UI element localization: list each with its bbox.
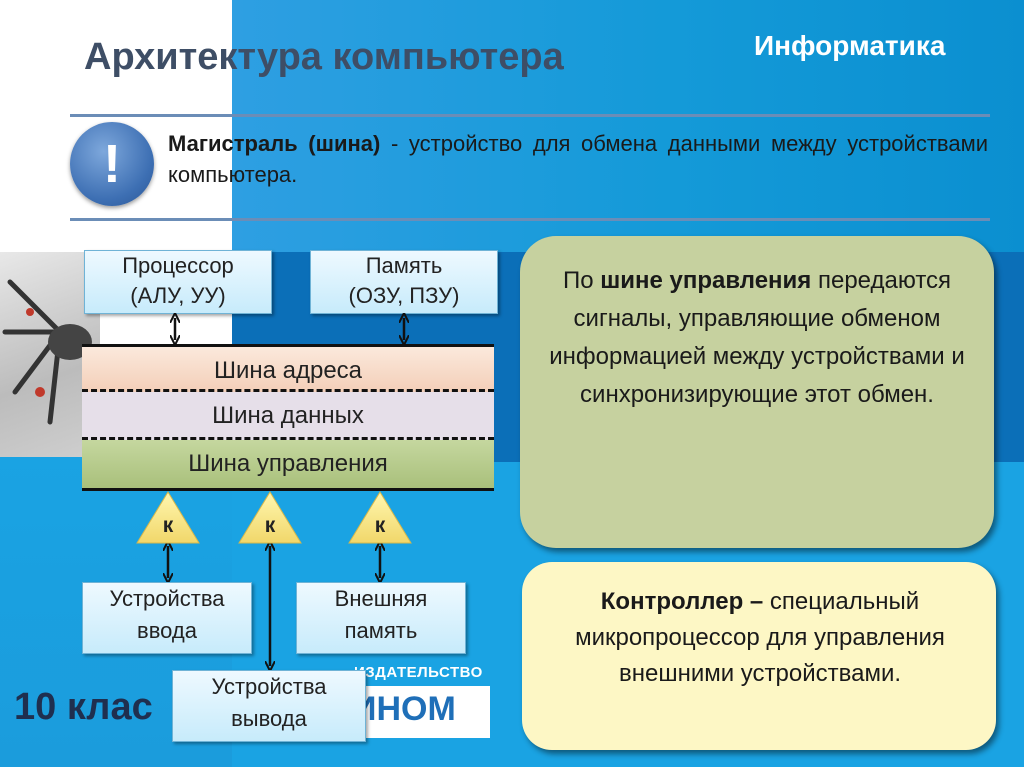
control-bus-text: По шине управления передаются сигналы, у… xyxy=(540,262,974,414)
external-memory-line1: Внешняя xyxy=(297,583,465,615)
controller-label-1: к xyxy=(152,514,184,538)
controller-term: Контроллер – xyxy=(601,588,763,615)
output-devices-line1: Устройства xyxy=(173,671,365,703)
control-bus-term: шине управления xyxy=(600,267,811,294)
publisher-small-label: ИЗДАТЕЛЬСТВО xyxy=(354,664,483,681)
input-devices-line1: Устройства xyxy=(83,583,251,615)
output-devices-box: Устройства вывода xyxy=(172,670,366,742)
input-devices-box: Устройства ввода xyxy=(82,582,252,654)
publisher-logo-text: ИНОМ xyxy=(352,690,456,729)
grade-label: 10 клас xyxy=(14,686,153,729)
output-devices-line2: вывода xyxy=(173,703,365,735)
controller-text: Контроллер – специальный микропроцессор … xyxy=(540,584,980,692)
external-memory-line2: память xyxy=(297,615,465,647)
controller-label-2: к xyxy=(254,514,286,538)
control-bus-prefix: По xyxy=(563,267,600,294)
controller-label-3: к xyxy=(364,514,396,538)
external-memory-box: Внешняя память xyxy=(296,582,466,654)
input-devices-line2: ввода xyxy=(83,615,251,647)
